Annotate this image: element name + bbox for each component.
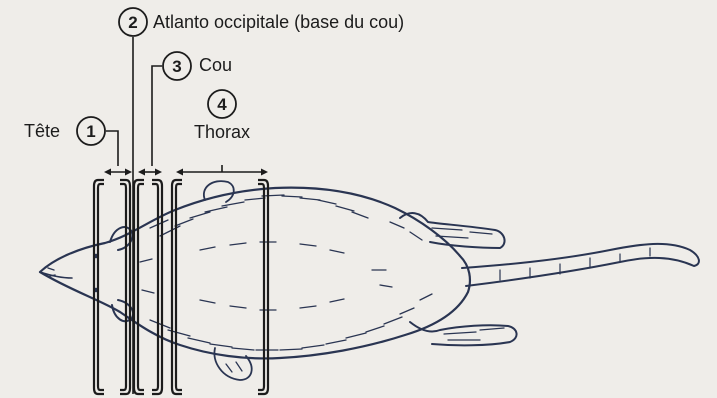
bracket-neck-left-inner (138, 184, 144, 390)
label-neck: Cou (199, 55, 232, 75)
marker-4-label: 4 (217, 95, 227, 114)
arrows (104, 169, 268, 176)
marker-4: 4 (208, 90, 236, 118)
label-head: Tête (24, 121, 60, 141)
marker-2: 2 (119, 8, 147, 36)
bracket-head-right-inner (120, 184, 126, 390)
leader-head (106, 131, 118, 166)
arrow-head-span (104, 169, 132, 176)
bracket-head-left-inner (98, 184, 104, 390)
bracket-neck-right-inner (152, 184, 158, 390)
marker-1: 1 (77, 117, 105, 145)
marker-3-label: 3 (172, 57, 181, 76)
section-brackets (94, 180, 268, 394)
arrow-neck-span (138, 169, 162, 176)
marker-3: 3 (163, 52, 191, 80)
label-thorax: Thorax (194, 122, 250, 142)
label-atlanto: Atlanto occipitale (base du cou) (153, 12, 404, 32)
marker-2-label: 2 (128, 13, 137, 32)
leader-neck (152, 66, 162, 166)
marker-1-label: 1 (86, 122, 95, 141)
bracket-thorax-left-inner (176, 184, 182, 390)
